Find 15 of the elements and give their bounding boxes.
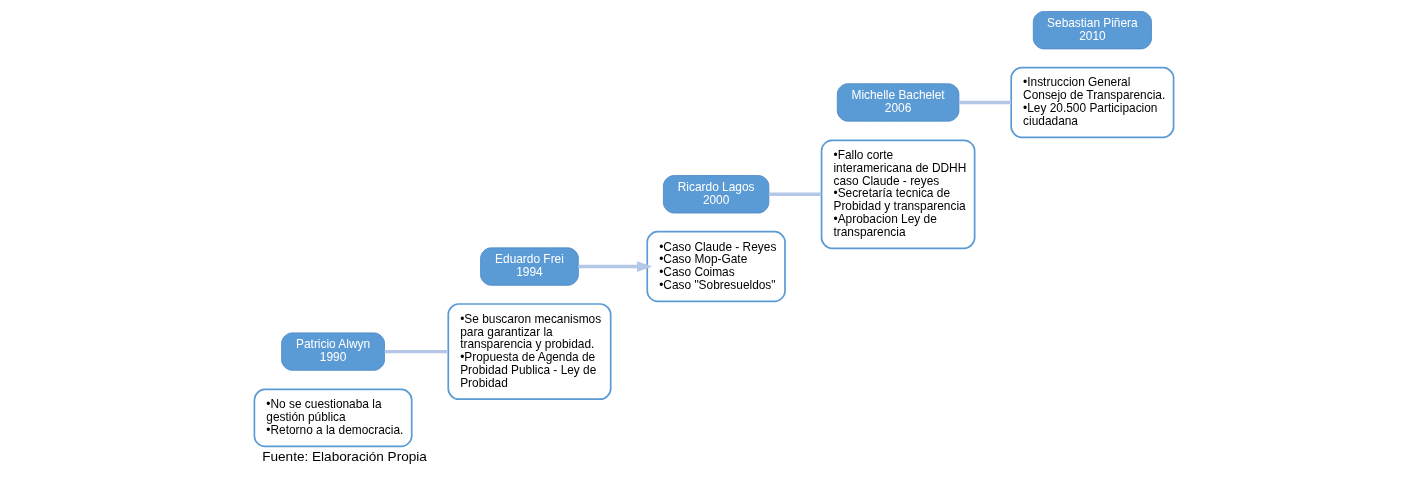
node-box: Sebastian Piñera 2010 [1032,11,1152,50]
connector [768,192,821,196]
node-box: •Fallo corte interamericana de DDHH caso Claude - reyes •Secretaría tecnica de Probidad y transparencia •Aprobacion Ley de transparencia [820,139,975,250]
node-box: •Se buscaron mecanismos para garantizar la transparencia y probidad. •Propuesta de Agenda de Probidad Publica - Ley de Probidad [446,303,612,401]
node-box: Patricio Alwyn 1990 [280,332,385,371]
node-box: •Caso Claude - Reyes •Caso Mop-Gate •Caso Coimas •Caso "Sobresueldos" [645,230,786,303]
node-box: Michelle Bachelet 2006 [836,83,959,122]
node-box: •No se cuestionaba la gestión pública •Retorno a la democracia. [253,388,413,448]
arrow [577,261,652,272]
connector [384,349,448,354]
node-box: Eduardo Frei 1994 [479,247,579,286]
node-box: Ricardo Lagos 2000 [662,175,769,214]
node-box: •Instruccion General Consejo de Transparencia. •Ley 20.500 Participacion ciudadana [1009,66,1174,139]
connector [958,100,1011,105]
caption: Fuente: Elaboración Propia [261,448,427,464]
